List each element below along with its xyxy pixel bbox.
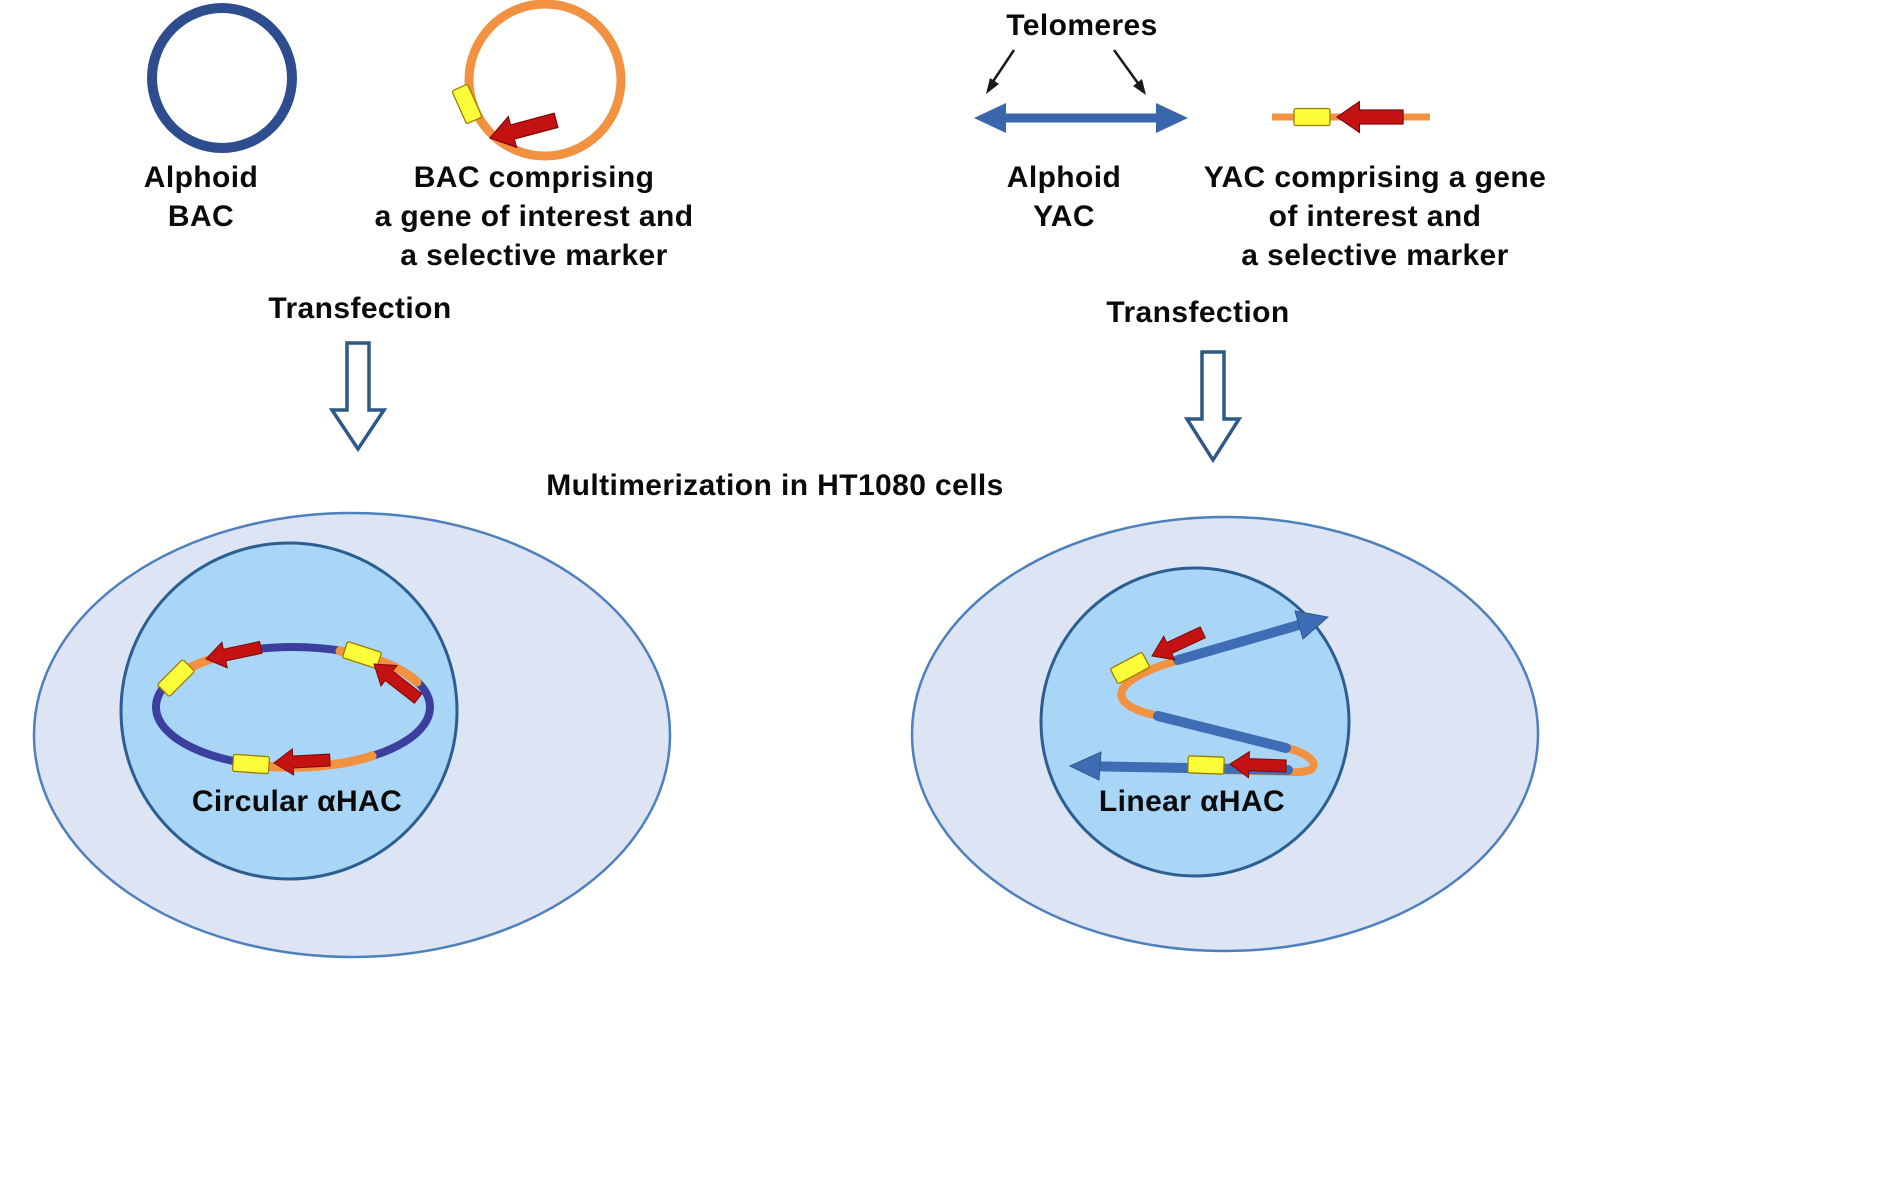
alphoid-segment (1153, 711, 1291, 753)
telomere-head-right (1156, 103, 1188, 133)
alphoid-bac-label: Alphoid BAC (143, 161, 259, 233)
selective-marker-arrow (1336, 101, 1404, 133)
telomere-pointer-right-head (1133, 79, 1146, 95)
nucleus (119, 541, 459, 881)
circular-ahac-label: Circular αHAC (191, 785, 403, 818)
telomere-pointer-arrows (986, 49, 1146, 95)
bac-vector-circle (464, 0, 626, 161)
alphoid-yac-double-arrow (974, 103, 1188, 133)
telomeres-label: Telomeres (1006, 9, 1158, 42)
telomere-head-top (1294, 610, 1330, 640)
bac-construct-plasmid (451, 0, 626, 161)
transfection-label-left: Transfection (268, 292, 452, 325)
yac-construct-label: YAC comprising a gene of interest and a … (1203, 161, 1547, 272)
gene-of-interest-box (1187, 755, 1225, 775)
bac-construct-label: BAC comprising a gene of interest and a … (374, 161, 694, 272)
alphoid-segment (1173, 615, 1321, 665)
telomere-pointer-left-head (986, 78, 999, 94)
telomere-head-bottom (1068, 751, 1102, 781)
linear-ahac (1068, 610, 1330, 781)
yac-construct (1272, 101, 1430, 133)
transfection-arrow-right (1183, 350, 1243, 464)
linear-ahac-label: Linear αHAC (1098, 785, 1286, 818)
telomere-pointer-left (988, 49, 1016, 87)
cell-left (32, 511, 672, 959)
transfection-label-right: Transfection (1106, 296, 1290, 329)
alphoid-bac-circle (147, 3, 297, 153)
vector-backbone (1076, 618, 1318, 777)
telomere-head-left (974, 103, 1006, 133)
gene-of-interest-box (1293, 107, 1331, 127)
gene-of-interest-box (231, 753, 271, 775)
selective-marker-arrow (485, 104, 561, 154)
alphoid-yac-label: Alphoid YAC (1006, 161, 1122, 233)
circular-ahac (152, 634, 434, 777)
multimerization-label: Multimerization in HT1080 cells (546, 469, 1004, 502)
transfection-arrow-left (328, 341, 388, 453)
telomere-pointer-right (1112, 49, 1142, 87)
cell-right (910, 515, 1540, 953)
